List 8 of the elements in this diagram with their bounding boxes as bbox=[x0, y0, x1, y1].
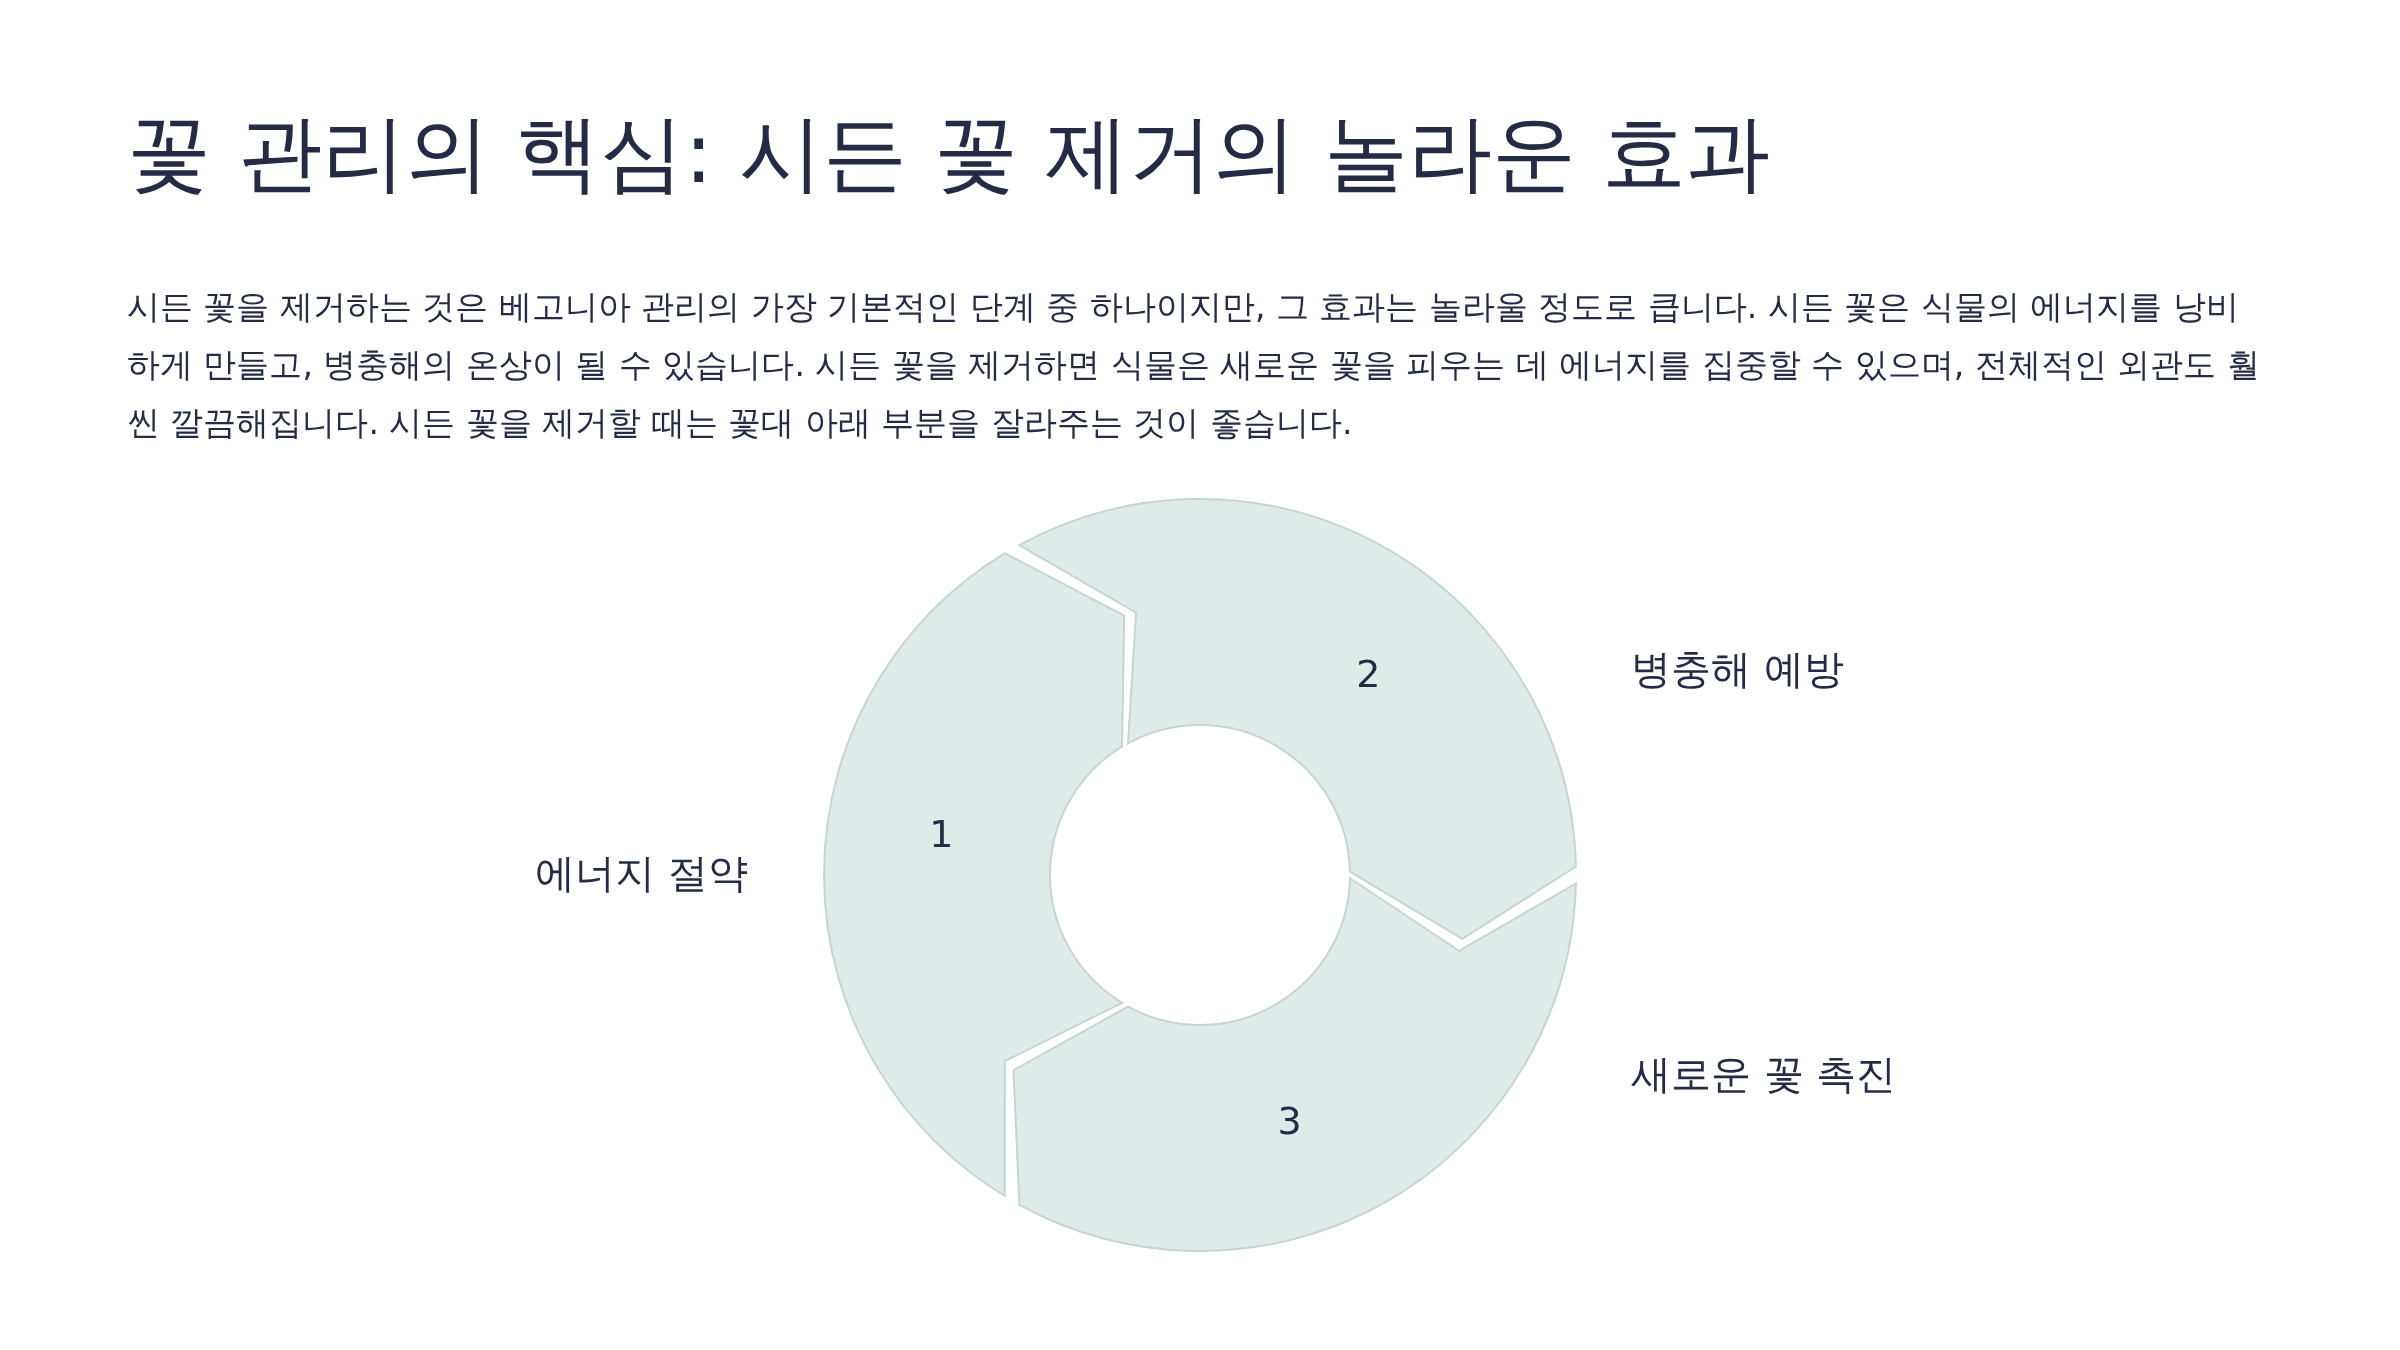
step-label: 에너지 절약 bbox=[535, 849, 748, 898]
paragraph: 시든 꽃을 제거하는 것은 베고니아 관리의 가장 기본적인 단계 중 하나이지만, 그 효과는 놀라울 정도로 큽니다. 시든 꽃은 식물의 에너지를 낭비하게 만들고, 병충해의 온상이 될 수 있습니다. 시든 꽃을 제거하면 식물은 새로운 꽃을 피우는 데 에너지를 집중할 수 있으며, 전체적인 외관도 훨씬 깔끔해집니다. 시든 꽃을 제거할 때는 꽃대 아래 부분을 잘라주는 것이 좋습니다. bbox=[127, 286, 2261, 444]
step-number: 1 bbox=[929, 812, 954, 856]
title: 꽃 관리의 핵심: 시든 꽃 제거의 놀라운 효과 bbox=[127, 103, 1771, 204]
step-number: 2 bbox=[1356, 652, 1381, 697]
step-number: 3 bbox=[1277, 1099, 1302, 1144]
step-label: 병충해 예방 bbox=[1631, 645, 1844, 694]
step-label: 새로운 꽃 촉진 bbox=[1631, 1050, 1897, 1099]
